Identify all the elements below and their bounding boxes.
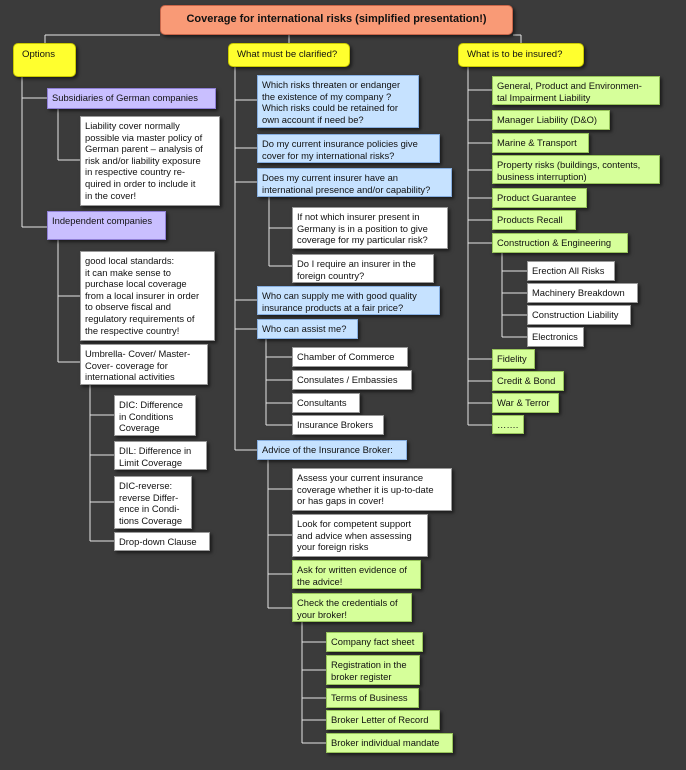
header-options: Options xyxy=(13,43,76,77)
broker-individual-mandate-node: Broker individual mandate xyxy=(326,733,453,753)
question-current-insurer-node: Does my current insurer have an internat… xyxy=(257,168,452,197)
check-credentials-node: Check the credentials of your broker! xyxy=(292,593,412,622)
question-who-can-assist-node: Who can assist me? xyxy=(257,319,358,339)
dic-node: DIC: Difference in Conditions Coverage xyxy=(114,395,196,436)
competent-support-node: Look for competent support and advice wh… xyxy=(292,514,428,557)
terms-of-business-node: Terms of Business xyxy=(326,688,419,708)
question-current-policies-node: Do my current insurance policies give co… xyxy=(257,134,440,163)
property-risks-node: Property risks (buildings, contents, bus… xyxy=(492,155,660,184)
question-good-quality-node: Who can supply me with good quality insu… xyxy=(257,286,440,315)
question-other-insurer-node: If not which insurer present in Germany … xyxy=(292,207,448,249)
consulates-node: Consulates / Embassies xyxy=(292,370,412,390)
umbrella-cover-node: Umbrella- Cover/ Master- Cover- coverage… xyxy=(80,344,208,385)
broker-advice-node: Advice of the Insurance Broker: xyxy=(257,440,407,460)
broker-register-node: Registration in the broker register xyxy=(326,655,420,685)
diagram-title: Coverage for international risks (simpli… xyxy=(160,5,513,35)
chamber-of-commerce-node: Chamber of Commerce xyxy=(292,347,408,367)
construction-engineering-node: Construction & Engineering xyxy=(492,233,628,253)
consultants-node: Consultants xyxy=(292,393,360,413)
independent-companies-node: Independent companies xyxy=(47,211,166,240)
credit-bond-node: Credit & Bond xyxy=(492,371,564,391)
header-what-must-be-clarified: What must be clarified? xyxy=(228,43,350,67)
construction-liability-node: Construction Liability xyxy=(527,305,631,325)
fidelity-node: Fidelity xyxy=(492,349,535,369)
electronics-node: Electronics xyxy=(527,327,584,347)
local-standards-note: good local standards: it can make sense … xyxy=(80,251,215,341)
erection-all-risks-node: Erection All Risks xyxy=(527,261,615,281)
manager-liability-node: Manager Liability (D&O) xyxy=(492,110,610,130)
dic-reverse-node: DIC-reverse: reverse Differ- ence in Con… xyxy=(114,476,192,529)
insurance-brokers-node: Insurance Brokers xyxy=(292,415,384,435)
company-fact-sheet-node: Company fact sheet xyxy=(326,632,423,652)
broker-letter-of-record-node: Broker Letter of Record xyxy=(326,710,440,730)
products-recall-node: Products Recall xyxy=(492,210,576,230)
dil-node: DIL: Difference in Limit Coverage xyxy=(114,441,207,470)
question-risks-node: Which risks threaten or endanger the exi… xyxy=(257,75,419,128)
assess-coverage-node: Assess your current insurance coverage w… xyxy=(292,468,452,511)
subsidiaries-node: Subsidiaries of German companies xyxy=(47,88,216,109)
machinery-breakdown-node: Machinery Breakdown xyxy=(527,283,638,303)
ask-written-evidence-node: Ask for written evidence of the advice! xyxy=(292,560,421,589)
subsidiaries-note: Liability cover normally possible via ma… xyxy=(80,116,220,206)
marine-transport-node: Marine & Transport xyxy=(492,133,589,153)
drop-down-clause-node: Drop-down Clause xyxy=(114,532,210,551)
general-liability-node: General, Product and Environmen- tal Imp… xyxy=(492,76,660,105)
product-guarantee-node: Product Guarantee xyxy=(492,188,587,208)
header-what-is-to-be-insured: What is to be insured? xyxy=(458,43,584,67)
more-items-node: ……. xyxy=(492,415,524,434)
question-foreign-insurer-node: Do I require an insurer in the foreign c… xyxy=(292,254,434,283)
war-terror-node: War & Terror xyxy=(492,393,559,413)
